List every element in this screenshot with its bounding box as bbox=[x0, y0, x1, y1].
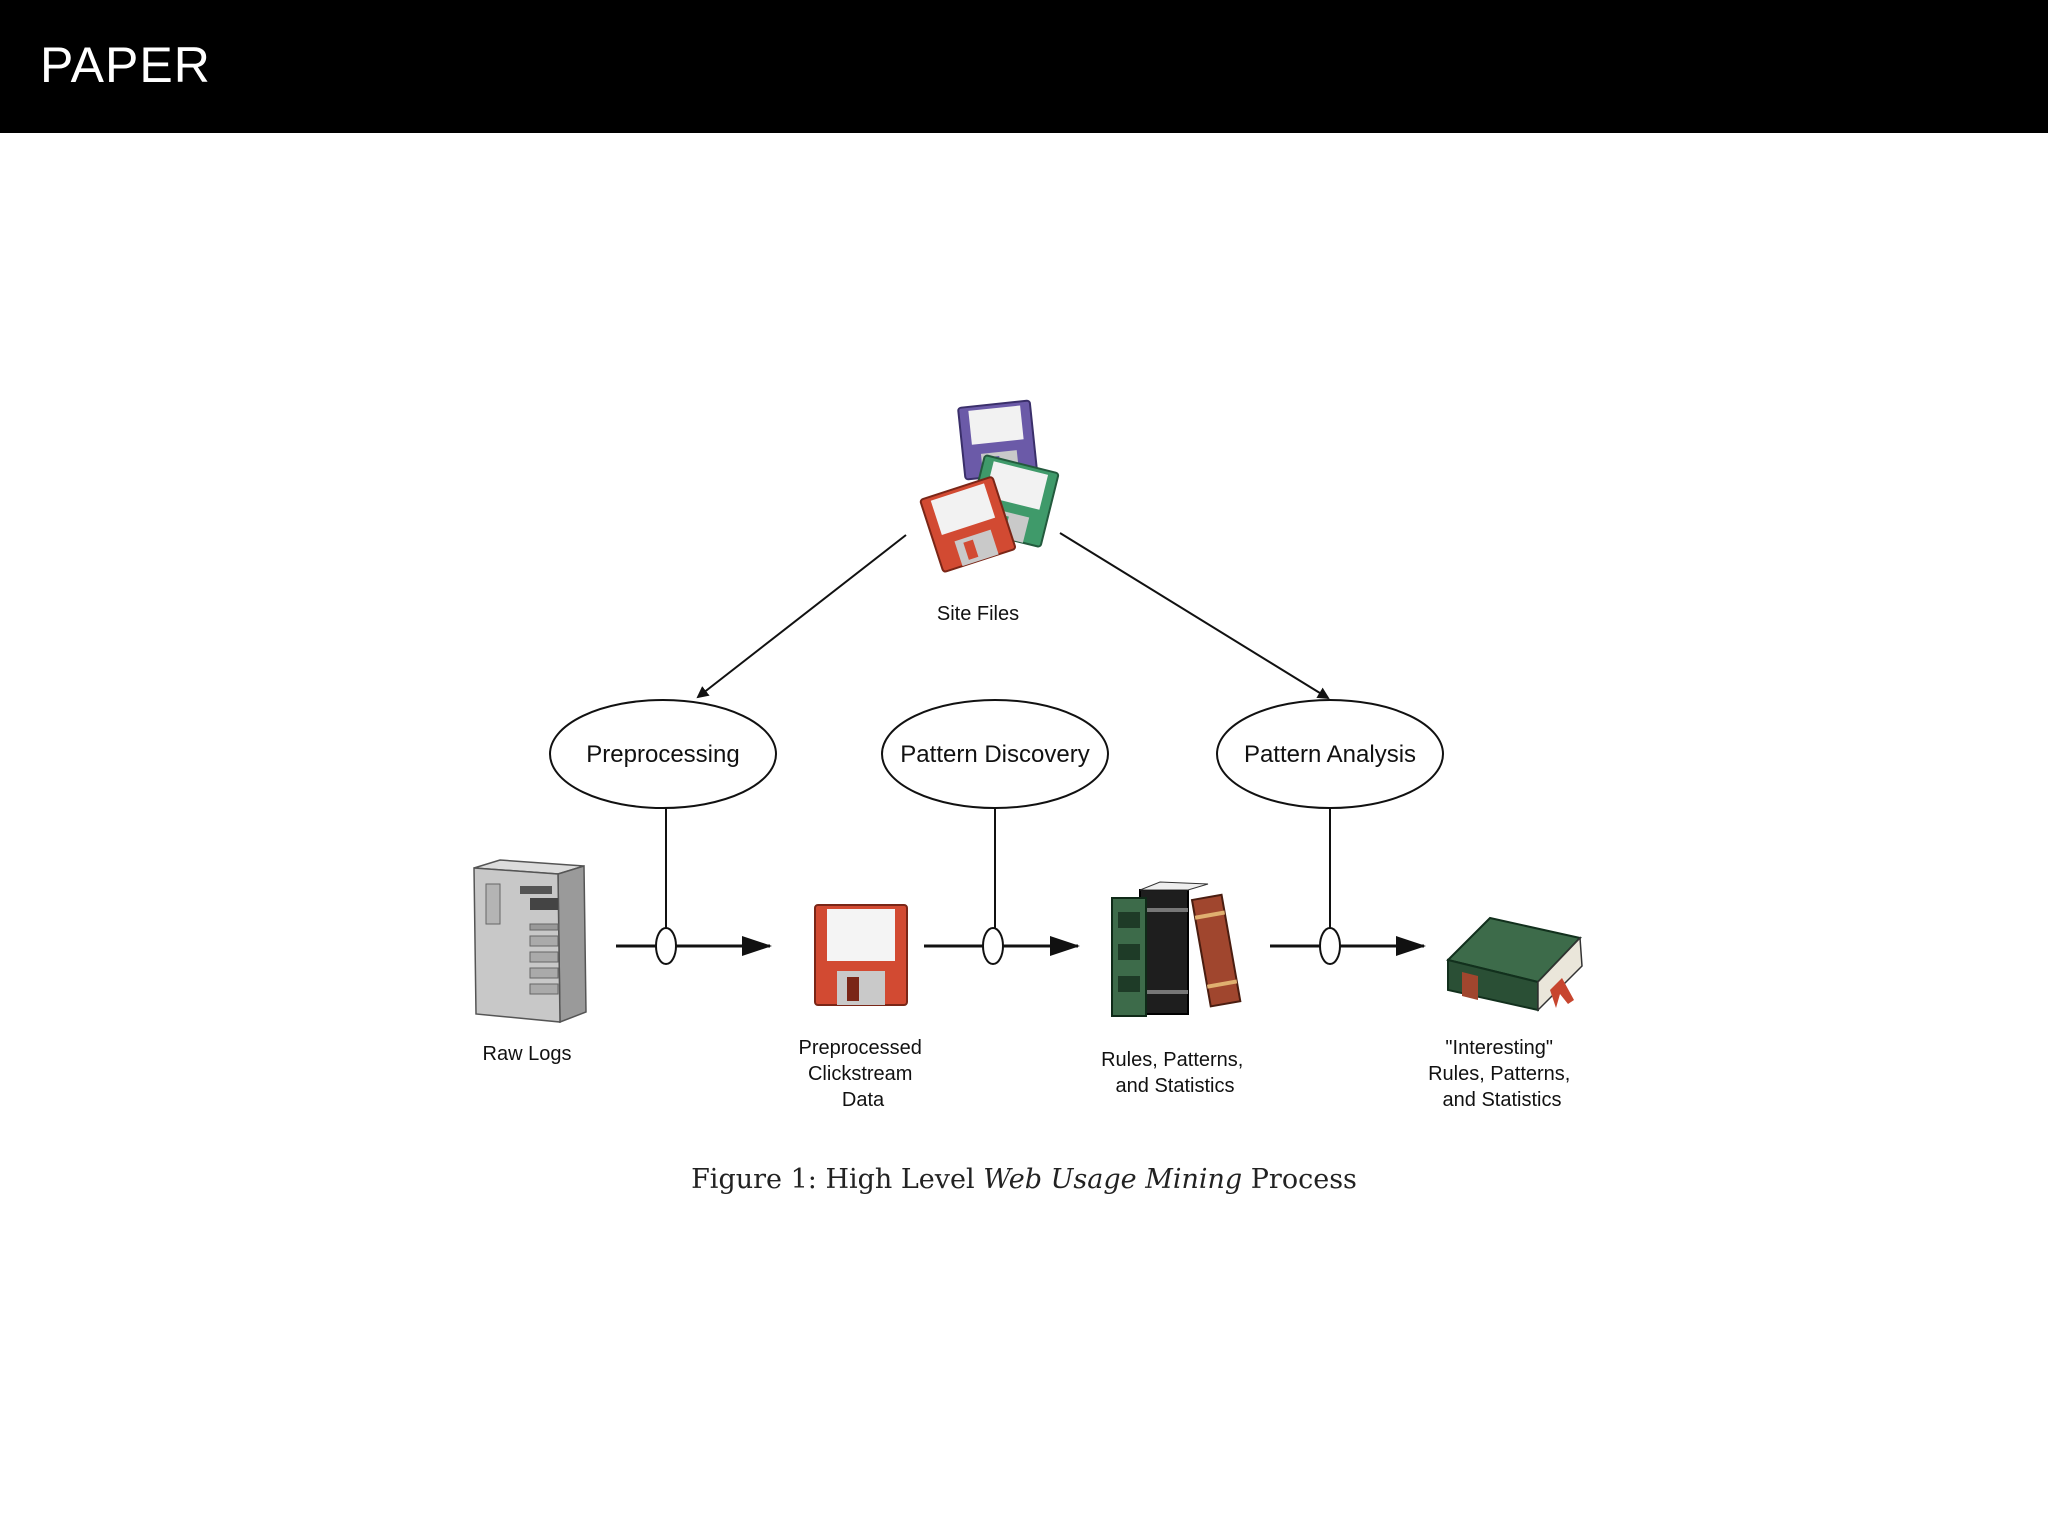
process-pattern-analysis: Pattern Analysis bbox=[1216, 699, 1444, 809]
process-label: Pattern Analysis bbox=[1244, 741, 1416, 768]
caption-prefix: Figure 1: High Level bbox=[691, 1164, 984, 1195]
process-label: Preprocessing bbox=[586, 741, 739, 768]
closed-book-icon bbox=[1446, 916, 1583, 1012]
header-bar: PAPER bbox=[0, 0, 2048, 133]
process-preprocessing: Preprocessing bbox=[549, 699, 777, 809]
floppy-disk-icon bbox=[919, 476, 1016, 573]
header-title: PAPER bbox=[40, 37, 211, 93]
stage-label-raw-logs: Raw Logs bbox=[483, 1043, 572, 1065]
floppy-disk-icon bbox=[814, 904, 908, 1006]
books-stack-icon bbox=[1111, 881, 1242, 1017]
caption-suffix: Process bbox=[1242, 1164, 1357, 1195]
flow-arrow-1 bbox=[616, 927, 772, 965]
stage-label-interesting: "Interesting" Rules, Patterns, and Stati… bbox=[1428, 1037, 1576, 1111]
flow-arrow-2 bbox=[924, 927, 1080, 965]
caption-emphasis: Web Usage Mining bbox=[983, 1164, 1243, 1195]
server-tower-icon bbox=[473, 859, 587, 1024]
arrow-site-to-preprocessing bbox=[696, 534, 907, 699]
stage-label-rules: Rules, Patterns, and Statistics bbox=[1101, 1049, 1249, 1097]
arrow-site-to-analysis bbox=[1059, 532, 1330, 700]
figure-caption: Figure 1: High Level Web Usage Mining Pr… bbox=[0, 1164, 2048, 1195]
site-files-icon bbox=[919, 399, 1060, 573]
site-files-label: Site Files bbox=[937, 603, 1019, 625]
stage-label-preprocessed: Preprocessed Clickstream Data bbox=[799, 1037, 928, 1111]
process-label: Pattern Discovery bbox=[900, 741, 1089, 768]
flow-arrow-3 bbox=[1270, 927, 1426, 965]
process-pattern-discovery: Pattern Discovery bbox=[881, 699, 1109, 809]
